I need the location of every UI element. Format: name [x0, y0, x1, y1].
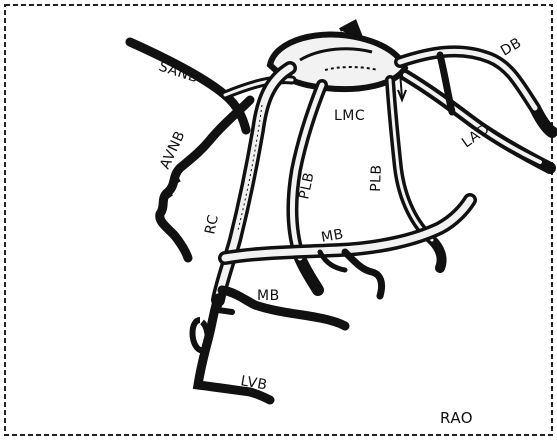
label-rc: RC — [202, 213, 222, 236]
db-lad-vessels — [398, 51, 552, 168]
label-plb-right: PLB — [368, 164, 385, 192]
vessel-labels: SANB AVNB RC LMC PLB PLB MB MB LVB DB LA… — [157, 35, 525, 427]
label-view-rao: RAO — [440, 409, 473, 427]
mb-lower-vessel — [218, 290, 345, 326]
label-lmc: LMC — [334, 108, 365, 124]
label-db: DB — [498, 35, 525, 60]
label-mb-lower: MB — [257, 288, 280, 304]
